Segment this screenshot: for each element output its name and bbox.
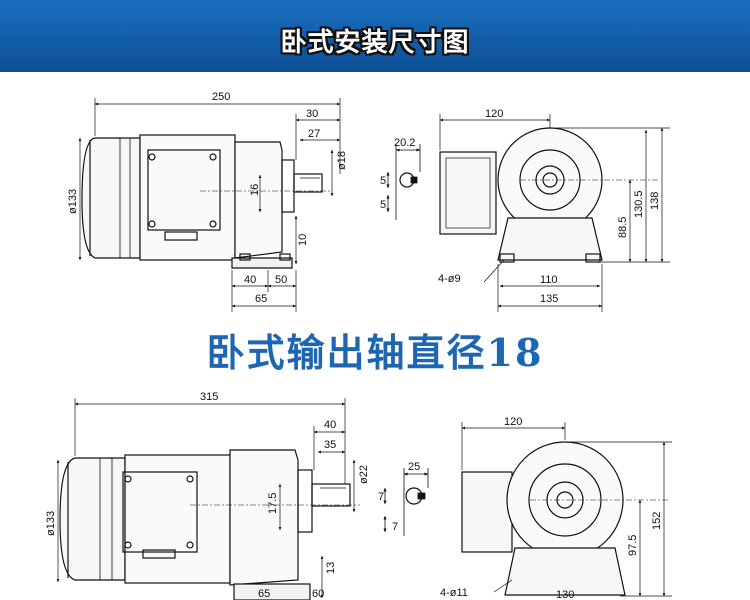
dim-key-k1-1: 5 — [380, 175, 386, 187]
dim-key-k2-2: 7 — [392, 521, 398, 533]
dim-foot-h-2: 13 — [325, 562, 337, 574]
dim-front-width-1: 120 — [485, 108, 503, 120]
front-view-2 — [461, 441, 670, 596]
dim-front-width-2: 120 — [504, 416, 522, 428]
dim-front-h3-2: 97.5 — [627, 535, 639, 556]
key-detail-1 — [386, 144, 421, 220]
dim-motor-dia-2: ø133 — [45, 511, 57, 536]
front-view-1 — [439, 127, 660, 263]
dim-key-k1-2: 7 — [378, 491, 384, 503]
dim-overall-1: 250 — [212, 91, 230, 103]
dim-holes-1: 4-ø9 — [438, 273, 461, 285]
dim-center-height-2: 17.5 — [267, 493, 279, 514]
dim-front-w3-1: 135 — [540, 293, 558, 305]
side-view-1 — [81, 134, 330, 269]
dim-foot-a-1: 40 — [244, 274, 256, 286]
dim-front-w2-1: 110 — [540, 274, 558, 286]
dim-holes-2: 4-ø11 — [440, 587, 468, 599]
dim-key-len-2: 35 — [324, 439, 336, 451]
dim-key-width-2: 25 — [408, 461, 420, 473]
dim-front-h1-2: 152 — [651, 512, 663, 530]
header-banner — [0, 0, 750, 72]
dim-foot-h-1: 10 — [297, 234, 309, 246]
dim-shaft-dia-2: ø22 — [358, 465, 370, 484]
dim-shaft-dia-1: ø18 — [336, 151, 348, 170]
dim-front-w2-2: 130 — [556, 589, 574, 600]
dim-front-h2-1: 138 — [649, 192, 661, 210]
dim-shaft-len-1: 30 — [306, 108, 318, 120]
side-view-2 — [59, 449, 360, 600]
dim-shaft-len-2: 40 — [324, 419, 336, 431]
dim-foot-a-2: 65 — [258, 588, 270, 600]
section-title: 卧式输出轴直径18 — [206, 330, 544, 375]
dim-overall-2: 315 — [200, 391, 218, 403]
dim-center-height-1: 16 — [249, 184, 261, 196]
dim-foot-b-1: 50 — [275, 274, 287, 286]
dim-key-width-1: 20.2 — [394, 137, 415, 149]
page-title: 卧式安装尺寸图 — [280, 28, 470, 58]
dim-foot-c-1: 65 — [255, 293, 267, 305]
dim-front-h1-1: 130.5 — [633, 190, 645, 218]
dim-motor-dia-1: ø133 — [67, 189, 79, 214]
dim-front-h3-1: 88.5 — [617, 217, 629, 238]
key-detail-2 — [383, 468, 429, 536]
dim-key-k2-1: 5 — [380, 199, 386, 211]
dim-foot-b-2: 60 — [312, 588, 324, 600]
dim-key-len-1: 27 — [308, 128, 320, 140]
